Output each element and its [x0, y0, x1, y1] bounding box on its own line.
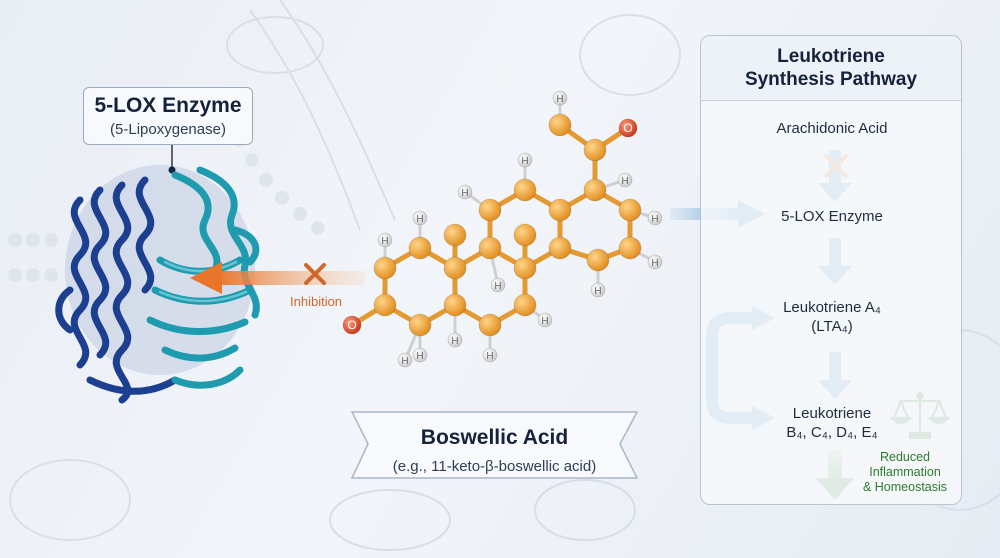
carbon-atom	[513, 178, 537, 202]
carbon-atom	[548, 198, 572, 222]
outcome-line3: & Homeostasis	[862, 480, 948, 494]
carbon-atom	[618, 198, 642, 222]
carbon-atom	[373, 293, 397, 317]
hydrogen-atom	[552, 90, 568, 106]
step-sublabel: (LTA₄)	[811, 318, 853, 335]
carbon-atom	[586, 248, 610, 272]
pathway-title-line2: Synthesis Pathway	[744, 69, 918, 90]
hydrogen-atom	[647, 210, 663, 226]
step-label: Leukotriene A₄	[783, 299, 881, 316]
hydrogen-atom-label: H	[621, 176, 628, 187]
hydrogen-atom-label: H	[651, 214, 658, 225]
hydrogen-atom-label: H	[461, 188, 468, 199]
hydrogen-atom-label: H	[494, 281, 501, 292]
hydrogen-atom-label: H	[381, 236, 388, 247]
hydrogen-atom-label: H	[521, 156, 528, 167]
carbon-atom	[583, 138, 607, 162]
carbon-atom	[548, 113, 572, 137]
carbon-atom	[373, 256, 397, 280]
compound-label-banner	[350, 411, 639, 479]
carbon-atom	[513, 256, 537, 280]
pathway-step-arachidonic-acid: Arachidonic Acid	[701, 119, 963, 138]
step-label: Leukotriene	[792, 405, 872, 422]
oxygen-atom-label: O	[347, 318, 356, 332]
inhibition-arrow	[190, 262, 365, 294]
carbon-atom	[513, 223, 537, 247]
hydrogen-atom-label: H	[401, 356, 408, 367]
enzyme-title: 5-LOX Enzyme	[94, 94, 242, 117]
hydrogen-atom	[590, 282, 606, 298]
enzyme-protein-illustration	[55, 165, 260, 404]
carbon-atom	[583, 178, 607, 202]
pathway-step-leukotrienes: Leukotriene B₄, C₄, D₄, E₄	[701, 404, 963, 442]
carbon-atom	[478, 198, 502, 222]
hydrogen-atom-label: H	[486, 351, 493, 362]
carbon-atom	[478, 236, 502, 260]
hydrogen-atom	[517, 152, 533, 168]
inhibition-label: Inhibition	[290, 294, 343, 309]
carbon-atom	[443, 223, 467, 247]
hydrogen-atom	[397, 352, 413, 368]
oxygen-atom-label: O	[623, 121, 632, 135]
pathway-panel: Leukotriene Synthesis Pathway Arachidoni…	[700, 35, 962, 505]
outcome-label: Reduced Inflammation & Homeostasis	[850, 450, 960, 495]
enzyme-subtitle: (5-Lipoxygenase)	[110, 121, 226, 138]
step-sublabel: B₄, C₄, D₄, E₄	[786, 424, 878, 441]
hydrogen-atom	[490, 277, 506, 293]
carbon-atom	[443, 256, 467, 280]
hydrogen-atom-label: H	[556, 94, 563, 105]
hydrogen-atom-label: H	[594, 286, 601, 297]
hydrogen-atom	[647, 254, 663, 270]
carbon-atom	[513, 293, 537, 317]
carbon-atom	[408, 313, 432, 337]
pathway-title: Leukotriene Synthesis Pathway	[701, 45, 961, 91]
pathway-step-lta4: Leukotriene A₄ (LTA₄)	[701, 298, 963, 336]
step-label: Arachidonic Acid	[776, 120, 888, 137]
pathway-title-line1: Leukotriene	[777, 46, 885, 67]
step-label: 5-LOX Enzyme	[781, 208, 883, 225]
enzyme-label-box: 5-LOX Enzyme (5-Lipoxygenase)	[83, 87, 253, 145]
hydrogen-atom-label: H	[416, 351, 423, 362]
carbon-atom	[408, 236, 432, 260]
oxygen-atom	[618, 118, 638, 138]
inhibition-x-icon	[304, 263, 326, 285]
hydrogen-atom	[412, 347, 428, 363]
oxygen-atom	[342, 315, 362, 335]
hydrogen-atom	[537, 312, 553, 328]
hydrogen-atom	[457, 184, 473, 200]
compound-title: Boswellic Acid	[420, 426, 569, 449]
carbon-atom	[548, 236, 572, 260]
compound-subtitle: (e.g., 11-keto-β-boswellic acid)	[392, 458, 597, 475]
carbon-atom	[618, 236, 642, 260]
hydrogen-atom	[447, 332, 463, 348]
pathway-step-5lox-enzyme: 5-LOX Enzyme	[701, 207, 963, 226]
carbon-atom	[443, 293, 467, 317]
outcome-line2: Inflammation	[869, 465, 941, 479]
hydrogen-atom	[617, 172, 633, 188]
hydrogen-atom	[412, 210, 428, 226]
hydrogen-atom-label: H	[451, 336, 458, 347]
carbon-atom	[478, 313, 502, 337]
pathway-panel-header: Leukotriene Synthesis Pathway	[701, 36, 961, 101]
outcome-line1: Reduced	[879, 450, 931, 464]
hydrogen-atom	[482, 347, 498, 363]
hydrogen-atom	[377, 232, 393, 248]
hydrogen-atom-label: H	[416, 214, 423, 225]
hydrogen-atom-label: H	[541, 316, 548, 327]
compound-label: Boswellic Acid (e.g., 11-keto-β-boswelli…	[352, 412, 637, 478]
hydrogen-atom-label: H	[651, 258, 658, 269]
